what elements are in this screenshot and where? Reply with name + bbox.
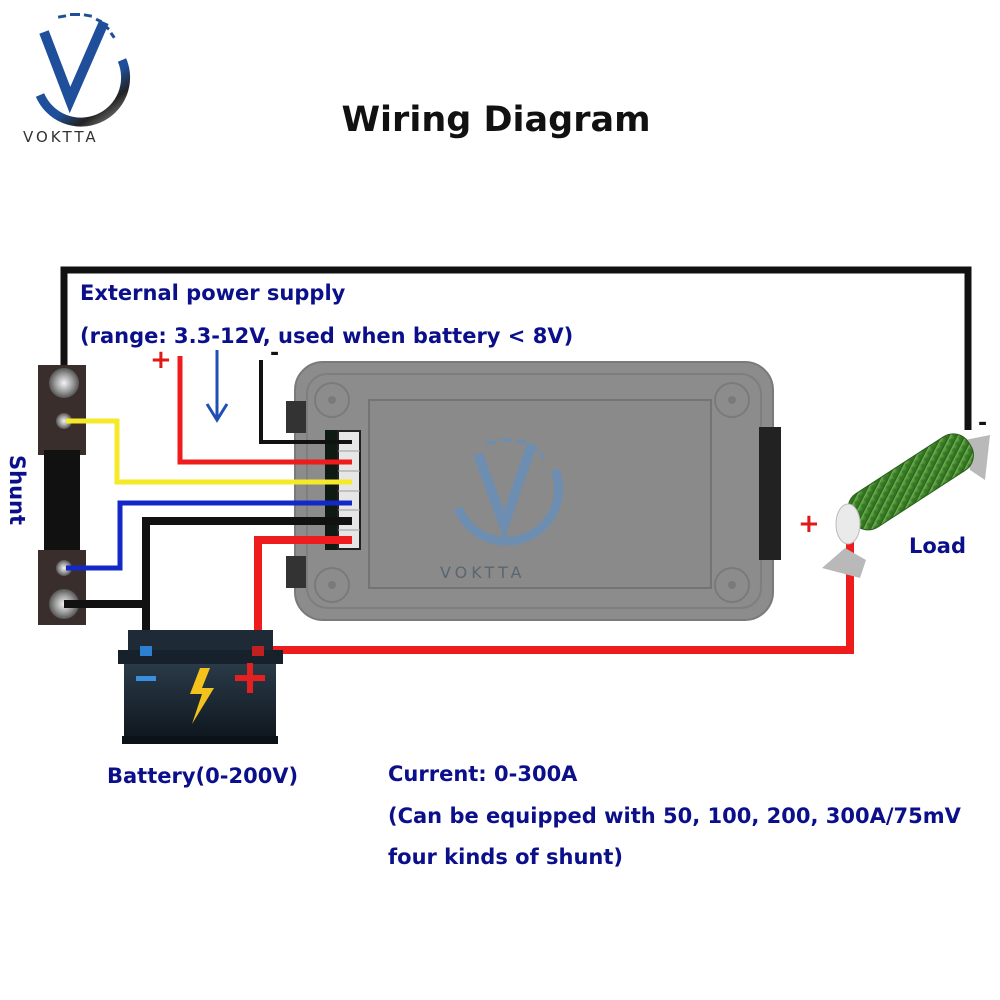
shunt-label: Shunt bbox=[5, 455, 29, 525]
battery bbox=[118, 630, 283, 744]
wire-shunt-sense-positive bbox=[66, 418, 352, 485]
external-power-range-label: (range: 3.3-12V, used when battery < 8V) bbox=[80, 324, 573, 348]
battery-plus-sign-icon bbox=[235, 663, 265, 693]
load-label: Load bbox=[909, 534, 966, 558]
wire-ext-power-positive bbox=[177, 356, 352, 465]
battery-label: Battery(0-200V) bbox=[107, 764, 298, 788]
voktta-logo: VOKTTA bbox=[23, 13, 131, 146]
load-minus-sign: - bbox=[978, 411, 987, 436]
battery-top bbox=[128, 630, 273, 650]
terminal-strip bbox=[325, 430, 338, 550]
wire-shunt-sense-negative bbox=[66, 500, 352, 571]
wire-ext-power-negative bbox=[259, 360, 352, 444]
shunt-kinds-label: four kinds of shunt) bbox=[388, 845, 623, 869]
ext-power-minus-sign: - bbox=[270, 341, 279, 366]
resistor-bracket bbox=[822, 548, 866, 578]
load-resistor bbox=[822, 433, 990, 578]
terminal-block bbox=[337, 430, 361, 550]
lightning-bolt-icon bbox=[190, 668, 214, 724]
current-range-label: Current: 0-300A bbox=[388, 762, 578, 786]
shunt-body bbox=[44, 450, 80, 555]
shunt-top-bolt-icon bbox=[49, 368, 79, 398]
logo-brand-text: VOKTTA bbox=[23, 128, 99, 146]
meter-clip bbox=[286, 556, 306, 588]
battery-minus-sign-icon bbox=[136, 676, 156, 681]
meter-display-area bbox=[368, 399, 712, 589]
meter-watermark-logo-icon bbox=[453, 438, 564, 546]
resistor-body bbox=[847, 433, 974, 531]
load-plus-sign: + bbox=[798, 509, 820, 539]
meter-module: VOKTTA bbox=[286, 361, 781, 621]
shunt-bottom-screw-icon bbox=[56, 560, 72, 576]
wire-load-return bbox=[60, 266, 972, 430]
meter-screw-icon bbox=[714, 382, 750, 418]
resistor-end-cap bbox=[835, 503, 861, 545]
external-power-label: External power supply bbox=[80, 281, 346, 305]
meter-screw-icon bbox=[714, 567, 750, 603]
meter-watermark-text: VOKTTA bbox=[440, 563, 525, 582]
shunt-options-label: (Can be equipped with 50, 100, 200, 300A… bbox=[388, 804, 962, 828]
meter-side-connector bbox=[759, 427, 781, 560]
ext-power-plus-sign: + bbox=[150, 345, 172, 375]
down-arrow-icon bbox=[205, 350, 229, 423]
battery-negative-terminal bbox=[140, 646, 152, 656]
wire-battery-positive bbox=[254, 536, 352, 660]
meter-screw-icon bbox=[314, 567, 350, 603]
meter-clip bbox=[286, 401, 306, 433]
logo-emblem-icon bbox=[35, 13, 131, 127]
meter-screw-icon bbox=[314, 382, 350, 418]
diagram-title: Wiring Diagram bbox=[341, 100, 650, 140]
shunt-top-screw-icon bbox=[56, 413, 72, 429]
shunt bbox=[38, 365, 86, 625]
battery-positive-terminal bbox=[252, 646, 264, 656]
